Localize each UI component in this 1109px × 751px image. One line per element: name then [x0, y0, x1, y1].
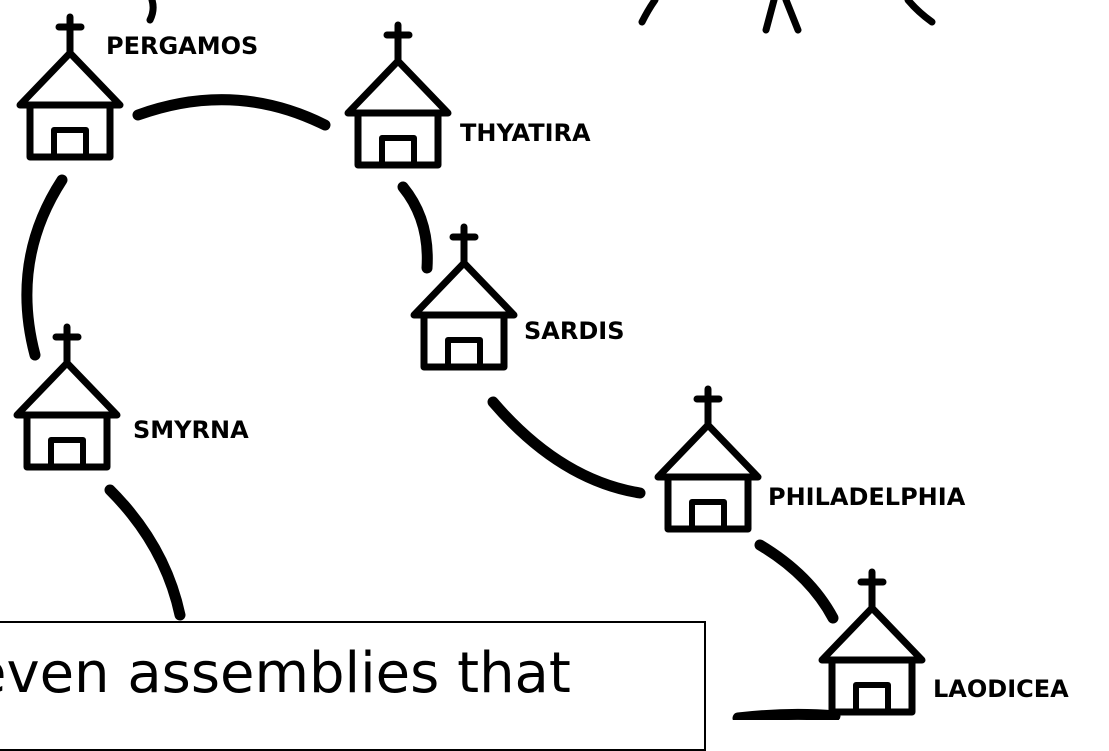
arc-pergamos-thyatira	[132, 94, 331, 131]
church-label-philadelphia: PHILADELPHIA	[768, 483, 966, 511]
church-icon-pergamos	[20, 17, 120, 157]
arc-pergamos-smyrna	[21, 174, 68, 361]
church-icon-laodicea	[822, 572, 922, 712]
caption-box: even assemblies that	[0, 621, 706, 751]
church-label-sardis: SARDIS	[524, 317, 624, 345]
church-label-thyatira: THYATIRA	[460, 119, 591, 147]
arc-philadelphia-laodicea	[754, 539, 839, 624]
connector-arcs	[21, 94, 841, 720]
church-label-laodicea: LAODICEA	[933, 675, 1069, 703]
arc-laodicea-bottom	[732, 708, 841, 720]
top-rays	[146, 0, 936, 34]
arc-smyrna-down	[104, 484, 186, 621]
church-label-smyrna: SMYRNA	[133, 416, 249, 444]
arc-sardis-philadelphia	[487, 396, 646, 499]
arc-thyatira-sardis	[397, 181, 433, 274]
caption-text: even assemblies that	[0, 641, 571, 706]
church-label-pergamos: PERGAMOS	[106, 32, 258, 60]
seven-churches-diagram: PERGAMOS THYATIRA SARDIS SMYRNA PHILADEL…	[0, 0, 1069, 720]
church-icon-philadelphia	[658, 389, 758, 529]
church-icon-thyatira	[348, 25, 448, 165]
